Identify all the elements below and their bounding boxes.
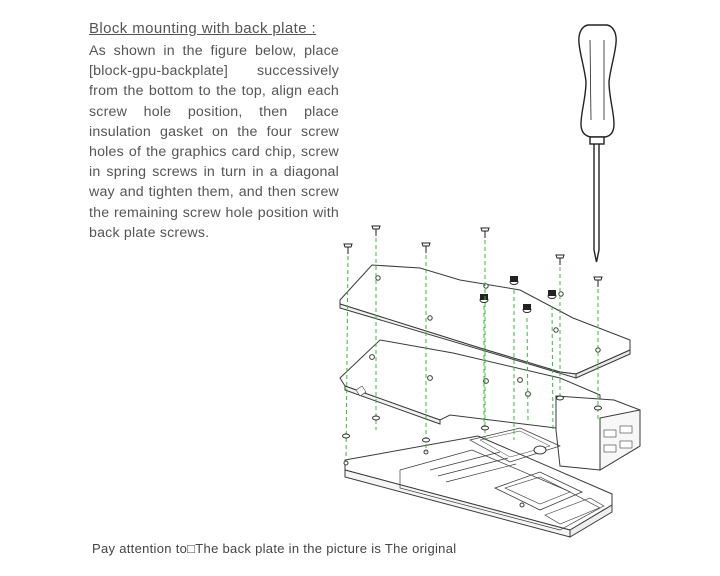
- backplate-screws: [343, 225, 603, 287]
- instructions-text: As shown in the figure below, place [blo…: [89, 43, 339, 241]
- section-heading: Block mounting with back plate :: [89, 20, 317, 37]
- alignment-guides: [345, 238, 599, 461]
- graphics-card-pcb: [339, 339, 641, 471]
- screwdriver-icon: [578, 24, 617, 263]
- footer-note: Pay attention to□The back plate in the p…: [92, 541, 457, 556]
- standoffs: [342, 395, 602, 443]
- instructions-block: Block mounting with back plate : As show…: [89, 20, 339, 243]
- water-block: [343, 435, 613, 538]
- spring-screws: [480, 276, 556, 310]
